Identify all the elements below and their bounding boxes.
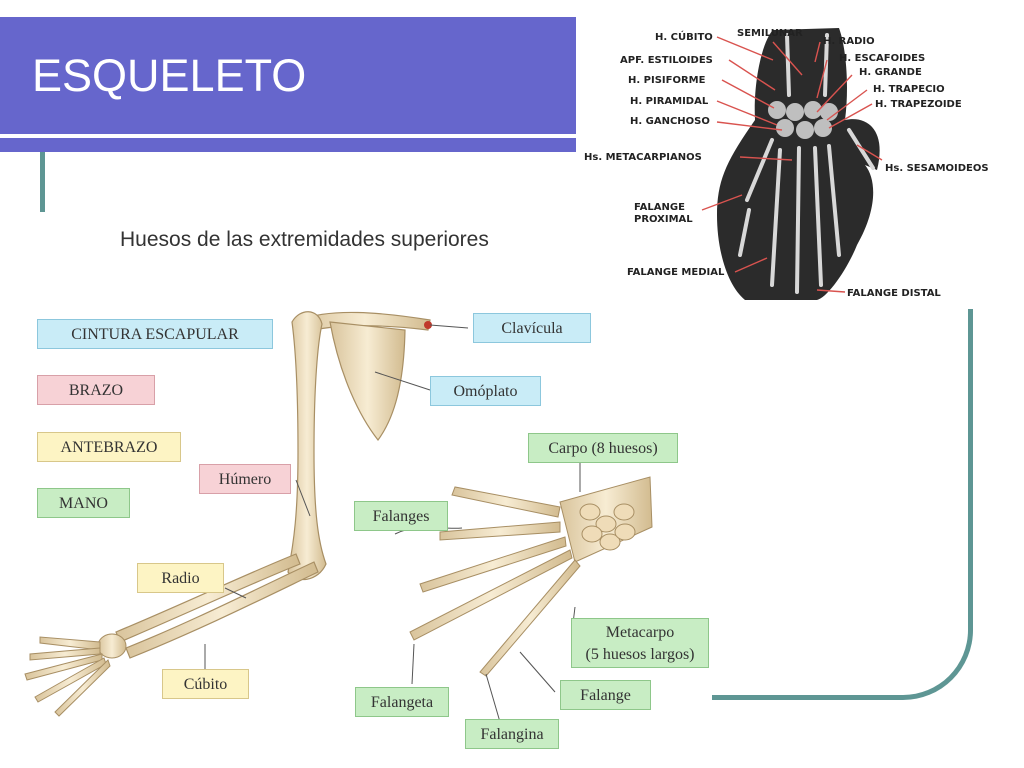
hand-label-pisiforme: H. PISIFORME [628, 75, 706, 86]
arm-bones-figure: Huesos de las extremidades superiores [0, 212, 712, 752]
legend-mano: MANO [37, 488, 130, 518]
radius-bone [115, 553, 301, 643]
hand-label-ganchoso: H. GANCHOSO [630, 116, 710, 127]
hand-label-semilunar: SEMILUNAR [737, 28, 803, 39]
hand-xray-bones [738, 33, 875, 294]
label-radio: Radio [137, 563, 224, 593]
legend-cintura-escapular: CINTURA ESCAPULAR [37, 319, 273, 349]
scapula-bone [329, 321, 406, 441]
humerus-bone [287, 311, 327, 581]
arm-leader-lines [204, 324, 581, 723]
hand-label-metacarpianos: Hs. METACARPIANOS [584, 152, 702, 163]
label-omoplato: Omóplato [430, 376, 541, 406]
label-cubito: Cúbito [162, 669, 249, 699]
label-falangina: Falangina [465, 719, 559, 749]
label-humero: Húmero [199, 464, 291, 494]
slide-title: ESQUELETO [32, 50, 307, 101]
label-carpo: Carpo (8 huesos) [528, 433, 678, 463]
hand-label-piramidal: H. PIRAMIDAL [630, 96, 709, 107]
hand-label-sesamoideos: Hs. SESAMOIDEOS [885, 163, 989, 174]
frame-accent-arc [700, 560, 973, 700]
hand-label-trapezoide: H. TRAPEZOIDE [875, 99, 962, 110]
hand-label-cubito: H. CÚBITO [655, 32, 713, 43]
hand-xray-carpals [768, 101, 838, 139]
label-metacarpo: Metacarpo (5 huesos largos) [571, 618, 709, 668]
hand-label-falange-proximal: FALANGE PROXIMAL [634, 202, 693, 226]
hand-label-falange-medial: FALANGE MEDIAL [627, 267, 725, 278]
label-metacarpo-line2: (5 huesos largos) [585, 646, 695, 663]
label-falangeta: Falangeta [355, 687, 449, 717]
large-hand-bones [409, 476, 653, 677]
legend-brazo: BRAZO [37, 375, 155, 405]
hand-bones-figure: H. CÚBITO SEMILUNAR H. RADIO APF. ESTILO… [577, 0, 1011, 309]
hand-leader-lines [701, 36, 883, 293]
label-metacarpo-line1: Metacarpo [605, 624, 675, 641]
arm-hand-bones [24, 633, 127, 717]
label-clavicula: Clavícula [473, 313, 591, 343]
title-bar [0, 17, 576, 134]
legend-antebrazo: ANTEBRAZO [37, 432, 181, 462]
hand-label-estiloides: APF. ESTILOIDES [620, 55, 713, 66]
hand-label-falange-distal: FALANGE DISTAL [847, 288, 941, 299]
arm-figure-caption: Huesos de las extremidades superiores [120, 228, 489, 251]
arm-skeleton-illustration [24, 311, 653, 723]
label-falange: Falange [560, 680, 651, 710]
frame-accent-tick [40, 152, 45, 222]
frame-accent-right [968, 300, 973, 630]
hand-label-radio: H. RADIO [823, 36, 875, 47]
hand-label-trapecio: H. TRAPECIO [873, 84, 945, 95]
hand-label-proximal-line2: PROXIMAL [634, 214, 693, 225]
hand-label-escafoides: H. ESCAFOIDES [839, 53, 926, 64]
title-underline [0, 138, 576, 152]
hand-label-grande: H. GRANDE [859, 67, 922, 78]
hand-label-proximal-line1: FALANGE [634, 202, 685, 213]
label-falanges: Falanges [354, 501, 448, 531]
hand-xray-silhouette [717, 28, 880, 300]
hand-xray-illustration [701, 28, 883, 300]
